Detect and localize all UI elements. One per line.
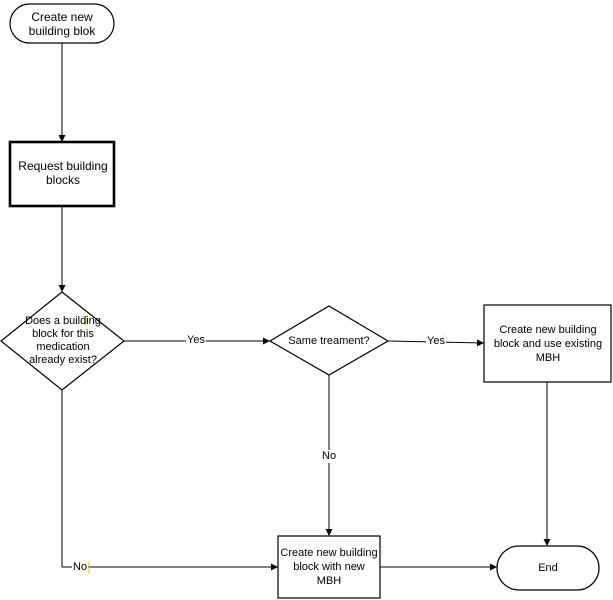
end-label: End xyxy=(538,562,558,574)
create-new-label: Create new building block with new MBH xyxy=(280,547,378,587)
start-label: Create new building blok xyxy=(28,9,96,38)
create-new-process-box[interactable] xyxy=(277,535,381,599)
edge-label-no-treatment: No xyxy=(321,450,338,463)
decision-exists-label: Does a building block for this medicatio… xyxy=(25,315,101,366)
edge-label-yes-treatment: Yes xyxy=(426,335,446,348)
end-terminator[interactable] xyxy=(496,545,600,591)
edge-label-no-exists: No xyxy=(72,561,89,574)
request-label: Request building blocks xyxy=(18,159,108,187)
edge-exists-no-to-new xyxy=(61,390,278,571)
decision-treatment-label: Same treament? xyxy=(288,335,370,347)
edge-label-yes-exists: Yes xyxy=(186,334,206,347)
request-process-box[interactable] xyxy=(8,140,116,208)
create-existing-process-box[interactable] xyxy=(483,304,612,383)
create-existing-label: Create new building block and use existi… xyxy=(493,324,603,364)
